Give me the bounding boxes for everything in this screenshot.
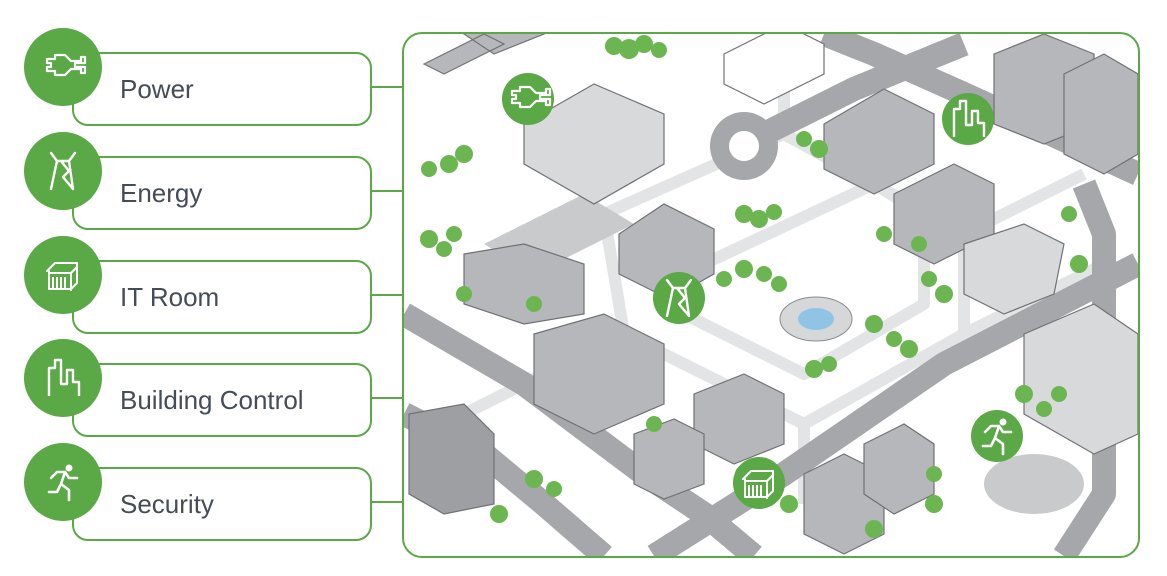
server-rack-icon [24, 236, 102, 314]
running-person-icon [24, 443, 102, 521]
connector-line [370, 86, 404, 88]
buildings [408, 34, 1138, 555]
trees [420, 35, 1088, 538]
category-label: Power [120, 74, 194, 104]
category-it-room[interactable]: IT Room [24, 236, 404, 336]
connector-line [370, 294, 404, 296]
category-power[interactable]: Power [24, 28, 404, 128]
category-label: Energy [120, 178, 203, 208]
category-label: IT Room [120, 282, 220, 312]
category-box [72, 363, 372, 437]
category-box [72, 467, 372, 541]
category-energy[interactable]: Energy [24, 132, 404, 232]
connector-line [370, 190, 404, 192]
security-marker[interactable] [971, 410, 1023, 462]
category-box [72, 52, 372, 126]
power-marker[interactable] [502, 73, 554, 125]
security-gate-area [984, 454, 1084, 514]
energy-marker[interactable] [653, 272, 705, 324]
category-box [72, 156, 372, 230]
campus-map [402, 32, 1140, 558]
building-skyline-icon [24, 339, 102, 417]
building-control-marker[interactable] [942, 93, 994, 145]
category-label: Security [120, 489, 214, 519]
category-security[interactable]: Security [24, 443, 404, 543]
category-building-control[interactable]: Building Control [24, 339, 404, 439]
campus-illustration [404, 34, 1138, 556]
plug-icon [24, 28, 102, 106]
power-pylon-icon [24, 132, 102, 210]
it-room-marker[interactable] [733, 457, 785, 509]
category-label: Building Control [120, 385, 304, 415]
category-box [72, 260, 372, 334]
connector-line [370, 501, 404, 503]
connector-line [370, 397, 404, 399]
